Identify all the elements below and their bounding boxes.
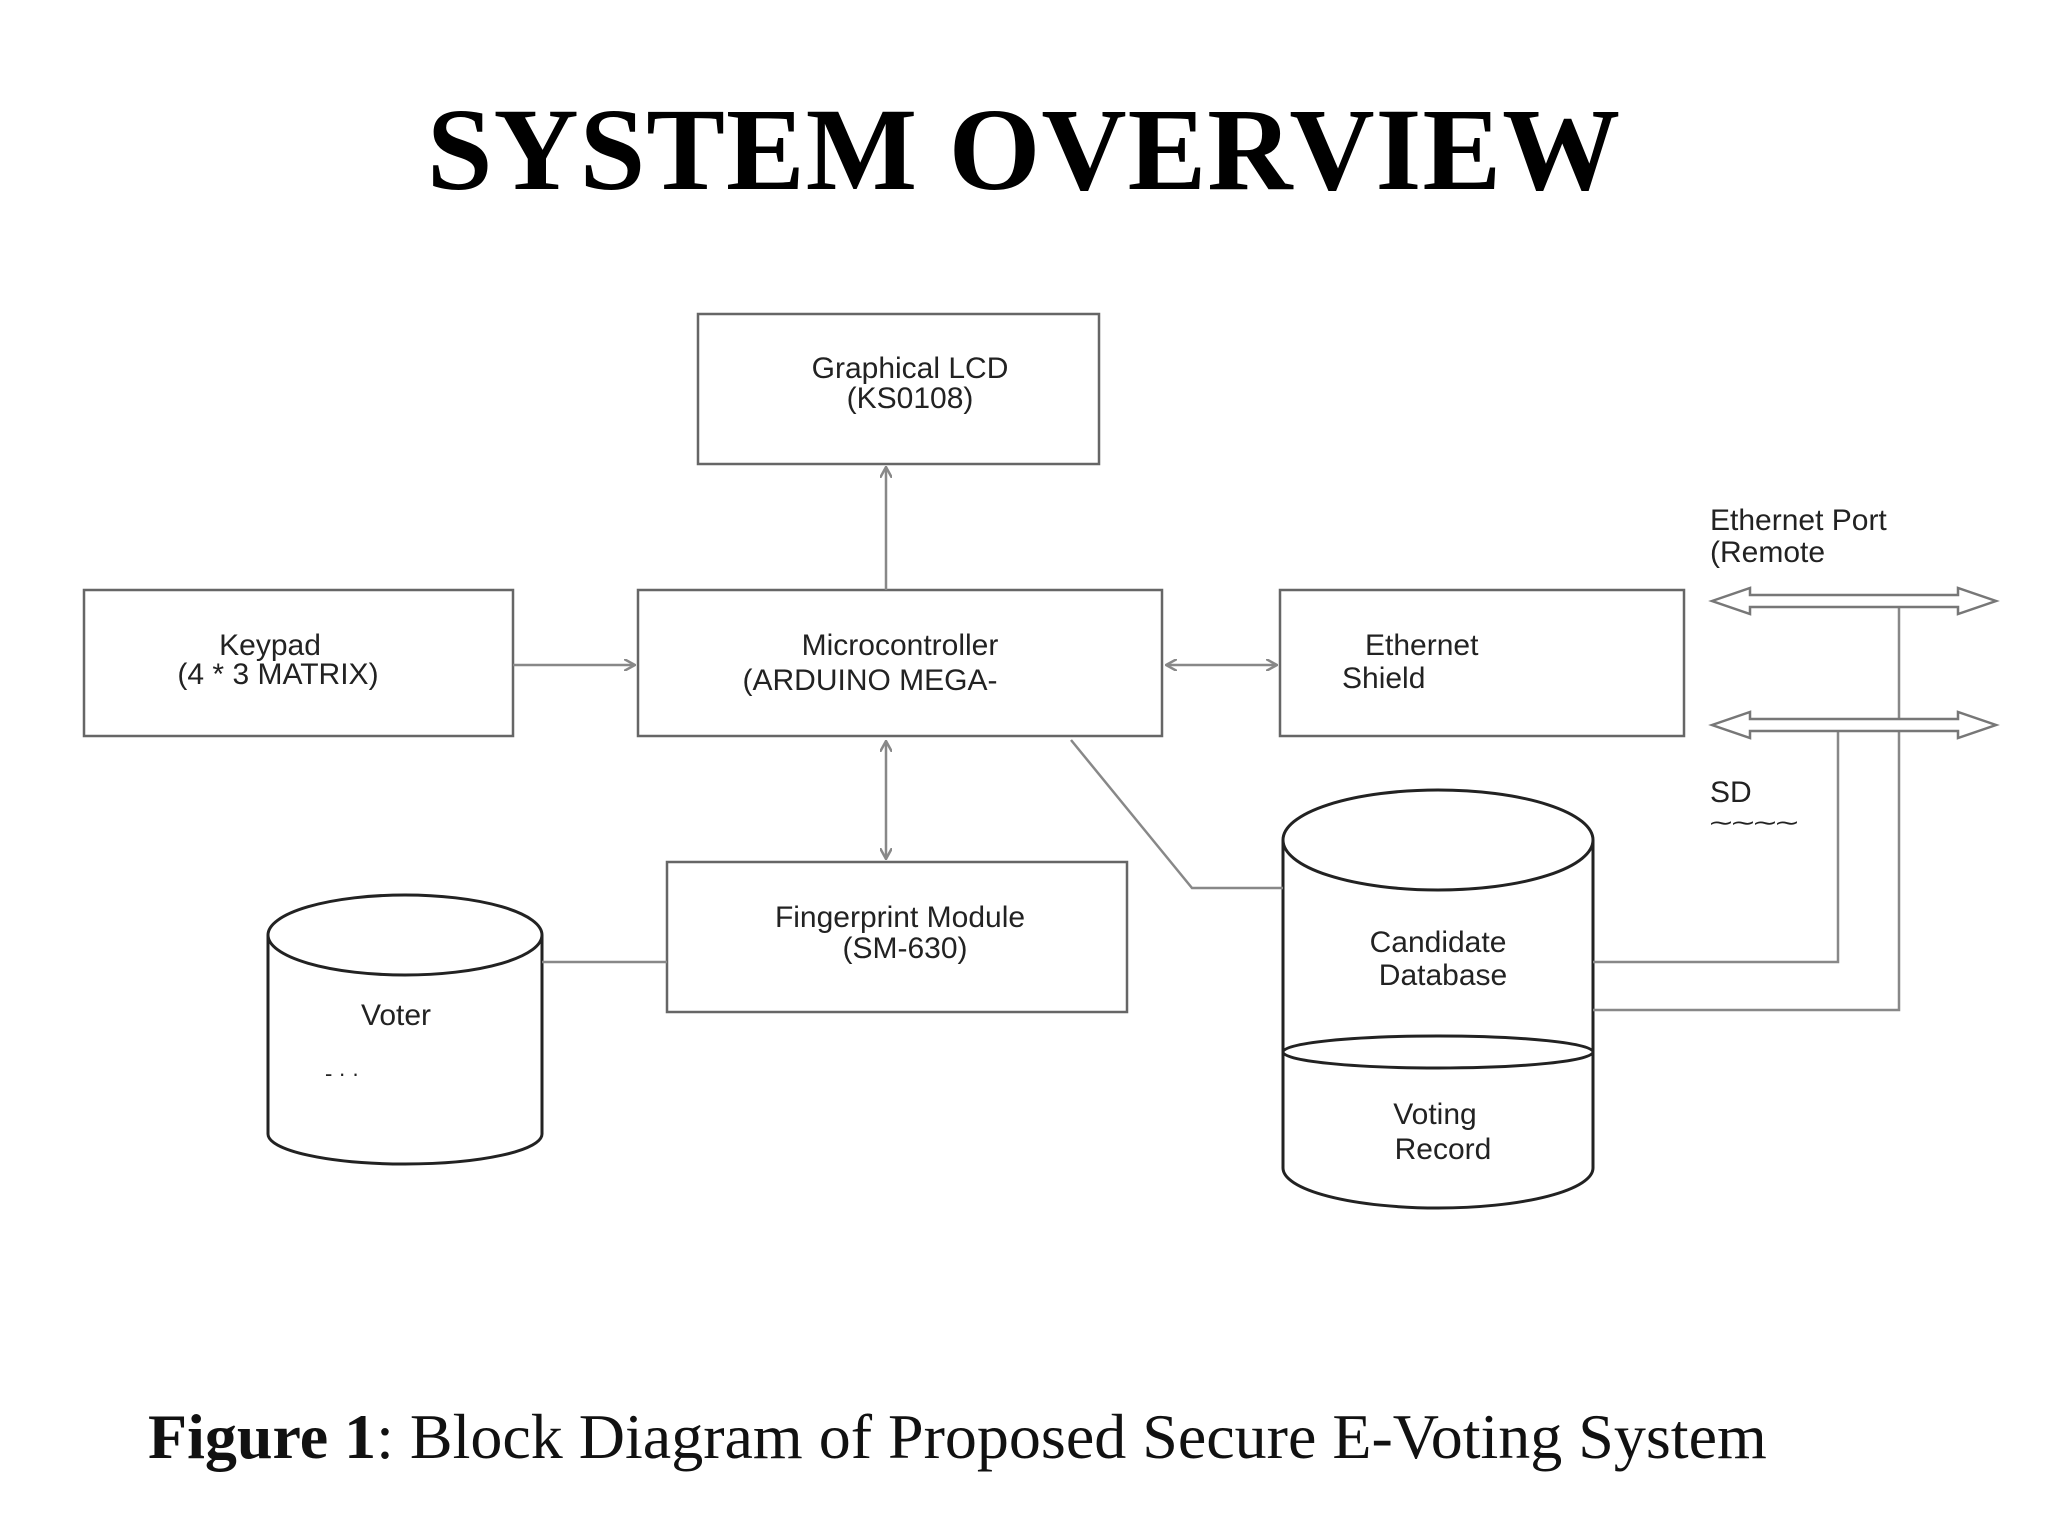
lcd-block: Graphical LCD (KS0108) bbox=[696, 312, 1101, 466]
ethernet-shield-sub-label: Shield bbox=[1342, 662, 1425, 695]
lcd-model-label: (KS0108) bbox=[847, 382, 974, 415]
candidate-to-sd-line bbox=[1593, 730, 1840, 964]
sd-card-cut-text: ⁓⁓⁓⁓ bbox=[1710, 810, 1798, 835]
sd-card-label: SD bbox=[1710, 776, 1752, 809]
figure-caption-label: Figure 1 bbox=[148, 1401, 377, 1472]
ethernet-port-sub-label: (Remote bbox=[1710, 536, 1825, 569]
voting-record-label: Voting bbox=[1393, 1098, 1476, 1131]
figure-caption-text: : Block Diagram of Proposed Secure E-Vot… bbox=[376, 1401, 1767, 1472]
microcontroller-label: Microcontroller bbox=[802, 629, 999, 662]
microcontroller-model-label: (ARDUINO MEGA- bbox=[743, 664, 998, 697]
microcontroller-block: Microcontroller (ARDUINO MEGA- bbox=[636, 588, 1164, 738]
keypad-label: Keypad bbox=[219, 629, 321, 662]
keypad-matrix-label: (4 * 3 MATRIX) bbox=[177, 658, 378, 691]
candidate-database-sub-label: Database bbox=[1379, 959, 1507, 992]
candidate-database-label: Candidate bbox=[1370, 926, 1507, 959]
lcd-label: Graphical LCD bbox=[812, 352, 1009, 385]
micro-to-candidate-line bbox=[1070, 739, 1283, 890]
ethernet-shield-label: Ethernet bbox=[1365, 629, 1479, 662]
figure-caption: Figure 1: Block Diagram of Proposed Secu… bbox=[148, 1400, 1948, 1474]
fingerprint-block: Fingerprint Module (SM-630) bbox=[665, 860, 1129, 1014]
fingerprint-label: Fingerprint Module bbox=[775, 901, 1025, 934]
ethernet-port-double-arrow bbox=[1708, 586, 2000, 616]
voter-database-cut-text: - · · bbox=[325, 1061, 359, 1086]
slide-title: SYSTEM OVERVIEW bbox=[426, 84, 1622, 215]
ethernet-shield-block: Ethernet Shield bbox=[1278, 588, 1686, 738]
keypad-block: Keypad (4 * 3 MATRIX) bbox=[82, 588, 515, 738]
candidate-to-ethernet-line bbox=[1593, 601, 1901, 1012]
voting-record-sub-label: Record bbox=[1395, 1133, 1492, 1166]
voter-database-cylinder: Voter - · · bbox=[266, 893, 544, 1166]
candidate-database-cylinder: Candidate Database Voting Record bbox=[1281, 788, 1595, 1210]
voter-database-label: Voter bbox=[361, 999, 431, 1032]
ethernet-port-label: Ethernet Port bbox=[1710, 504, 1887, 537]
fingerprint-model-label: (SM-630) bbox=[842, 932, 967, 965]
sd-card-double-arrow bbox=[1708, 710, 2000, 740]
